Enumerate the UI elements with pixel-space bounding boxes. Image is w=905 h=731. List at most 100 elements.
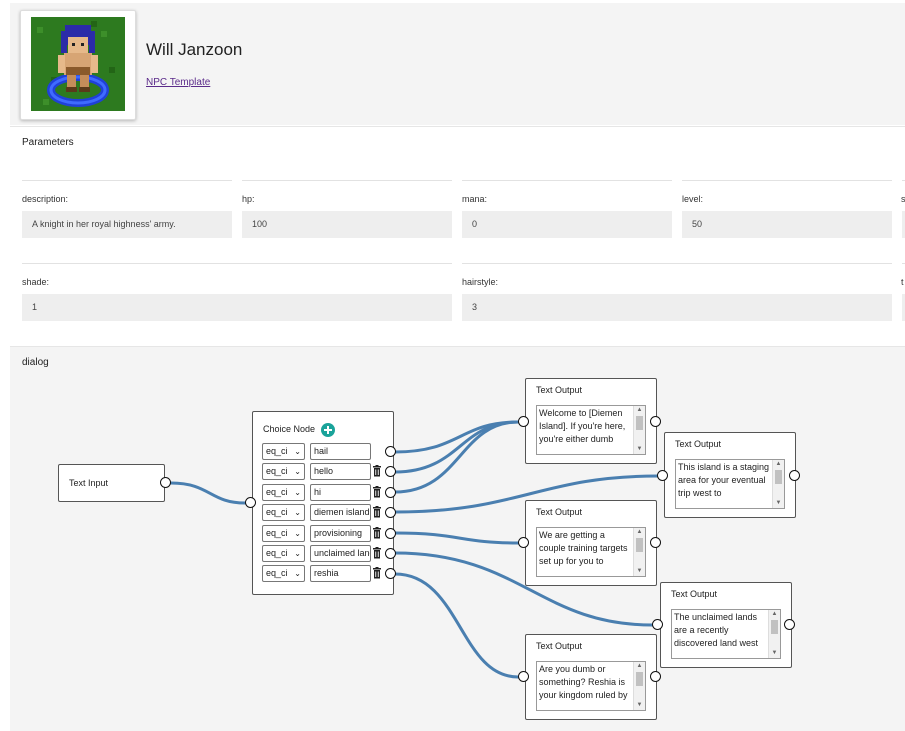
mana-field[interactable] (462, 211, 672, 238)
scrollbar[interactable]: ▲▼ (768, 610, 780, 658)
choice-output-port[interactable] (385, 446, 396, 457)
choice-output-port[interactable] (385, 548, 396, 559)
text-output-node[interactable]: Text Output The unclaimed lands are a re… (660, 582, 792, 668)
scroll-thumb[interactable] (775, 470, 782, 484)
text-output-node[interactable]: Text Output This island is a staging are… (664, 432, 796, 518)
shade-label: shade: (22, 277, 50, 287)
choice-output-port[interactable] (385, 487, 396, 498)
field-divider (462, 263, 892, 264)
scrollbar[interactable]: ▲▼ (633, 406, 645, 454)
scroll-up-icon[interactable]: ▲ (636, 663, 643, 669)
scroll-down-icon[interactable]: ▼ (775, 500, 782, 506)
text-output-node[interactable]: Text Output We are getting a couple trai… (525, 500, 657, 586)
scroll-thumb[interactable] (636, 538, 643, 552)
scrollbar[interactable]: ▲▼ (633, 528, 645, 576)
operator-select-value: eq_ci (266, 446, 288, 456)
choice-output-port[interactable] (385, 568, 396, 579)
operator-select[interactable]: eq_ci⌄ (262, 545, 305, 562)
keyword-input[interactable]: provisioning (310, 525, 371, 542)
dialog-section (10, 346, 905, 731)
scroll-thumb[interactable] (636, 416, 643, 430)
choice-row: eq_ci⌄ unclaimed lands (262, 545, 386, 562)
scroll-down-icon[interactable]: ▼ (636, 702, 643, 708)
operator-select-value: eq_ci (266, 466, 288, 476)
field-divider (22, 263, 452, 264)
scroll-down-icon[interactable]: ▼ (636, 568, 643, 574)
text-output-node[interactable]: Text Output Welcome to [Diemen Island]. … (525, 378, 657, 464)
keyword-input[interactable]: diemen island (310, 504, 371, 521)
trash-icon[interactable] (372, 547, 382, 559)
text-output-output-port[interactable] (650, 671, 661, 682)
operator-select[interactable]: eq_ci ⌄ (262, 504, 305, 521)
shade-field[interactable] (22, 294, 452, 321)
text-output-input-port[interactable] (657, 470, 668, 481)
output-text: Are you dumb or something? Reshia is you… (539, 664, 628, 700)
npc-name: Will Janzoon (146, 40, 243, 59)
output-textarea[interactable]: This island is a staging area for your e… (675, 459, 785, 509)
text-output-input-port[interactable] (518, 537, 529, 548)
operator-select[interactable]: eq_ci⌄ (262, 443, 305, 460)
field-divider (682, 180, 892, 181)
operator-select-value: eq_ci (266, 507, 288, 517)
chevron-down-icon: ⌄ (294, 529, 301, 538)
text-input-output-port[interactable] (160, 477, 171, 488)
scroll-thumb[interactable] (771, 620, 778, 634)
text-input-node-label: Text Input (69, 478, 109, 488)
choice-output-port[interactable] (385, 507, 396, 518)
dialog-title: dialog (22, 357, 49, 368)
operator-select[interactable]: eq_ci⌄ (262, 484, 305, 501)
scrollbar[interactable]: ▲▼ (633, 662, 645, 710)
chevron-down-icon: ⌄ (294, 467, 301, 476)
choice-node-input-port[interactable] (245, 497, 256, 508)
output-textarea[interactable]: We are getting a couple training targets… (536, 527, 646, 577)
text-output-input-port[interactable] (652, 619, 663, 630)
trash-icon[interactable] (372, 527, 382, 539)
clipped-field[interactable] (902, 294, 905, 321)
trash-icon[interactable] (372, 486, 382, 498)
choice-row: eq_ci⌄ hi (262, 484, 386, 501)
description-field[interactable] (22, 211, 232, 238)
level-field[interactable] (682, 211, 892, 238)
operator-select[interactable]: eq_ci ⌄ (262, 463, 305, 480)
text-input-node[interactable]: Text Input (58, 464, 165, 502)
trash-icon[interactable] (372, 506, 382, 518)
hairstyle-field[interactable] (462, 294, 892, 321)
avatar[interactable] (20, 10, 136, 120)
text-output-title: Text Output (671, 589, 718, 599)
scroll-down-icon[interactable]: ▼ (771, 650, 778, 656)
scroll-up-icon[interactable]: ▲ (636, 407, 643, 413)
chevron-down-icon: ⌄ (294, 508, 301, 517)
keyword-input[interactable]: unclaimed lands (310, 545, 371, 562)
text-output-output-port[interactable] (650, 537, 661, 548)
operator-select[interactable]: eq_ci⌄ (262, 565, 305, 582)
plus-circle-icon[interactable] (321, 423, 335, 437)
trash-icon[interactable] (372, 465, 382, 477)
operator-select[interactable]: eq_ci⌄ (262, 525, 305, 542)
output-textarea[interactable]: The unclaimed lands are a recently disco… (671, 609, 781, 659)
scroll-thumb[interactable] (636, 672, 643, 686)
text-output-node[interactable]: Text Output Are you dumb or something? R… (525, 634, 657, 720)
npc-template-link[interactable]: NPC Template (146, 77, 211, 88)
hp-field[interactable] (242, 211, 452, 238)
text-output-output-port[interactable] (789, 470, 800, 481)
scroll-up-icon[interactable]: ▲ (775, 461, 782, 467)
keyword-input[interactable]: hello (310, 463, 371, 480)
scroll-down-icon[interactable]: ▼ (636, 446, 643, 452)
output-textarea[interactable]: Welcome to [Diemen Island]. If you're he… (536, 405, 646, 455)
trash-icon[interactable] (372, 567, 382, 579)
scroll-up-icon[interactable]: ▲ (771, 611, 778, 617)
text-output-output-port[interactable] (650, 416, 661, 427)
text-output-input-port[interactable] (518, 671, 529, 682)
keyword-input[interactable]: reshia (310, 565, 371, 582)
clipped-field[interactable] (902, 211, 905, 238)
scroll-up-icon[interactable]: ▲ (636, 529, 643, 535)
output-textarea[interactable]: Are you dumb or something? Reshia is you… (536, 661, 646, 711)
text-output-input-port[interactable] (518, 416, 529, 427)
choice-output-port[interactable] (385, 466, 396, 477)
scrollbar[interactable]: ▲▼ (772, 460, 784, 508)
keyword-input[interactable]: hail (310, 443, 371, 460)
choice-output-port[interactable] (385, 528, 396, 539)
field-divider (242, 180, 452, 181)
keyword-input[interactable]: hi (310, 484, 371, 501)
text-output-output-port[interactable] (784, 619, 795, 630)
